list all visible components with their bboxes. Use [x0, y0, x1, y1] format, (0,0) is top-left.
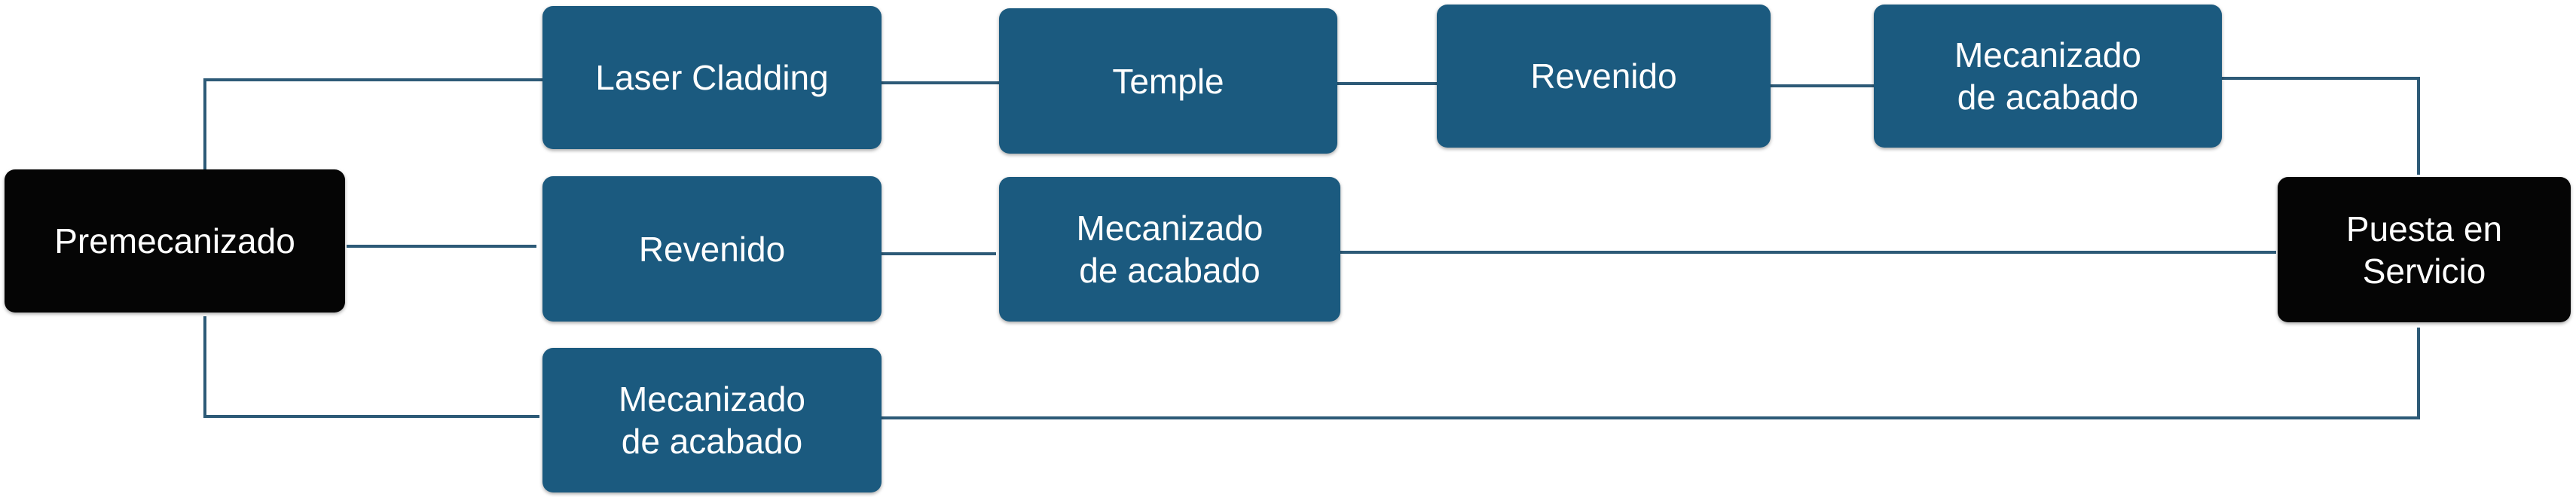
step-revenido-route1: Revenido [1437, 5, 1771, 148]
connector-start-to-laser-cladding [203, 78, 542, 169]
connector-mecanizado-route3-to-end [882, 328, 2420, 419]
end-node-puesta-en-servicio: Puesta en Servicio [2278, 177, 2571, 322]
step-mecanizado-de-acabado-route2: Mecanizado de acabado [999, 177, 1340, 322]
step-temple: Temple [999, 8, 1337, 154]
step-mecanizado-de-acabado-route3: Mecanizado de acabado [542, 348, 882, 492]
start-node-premecanizado: Premecanizado [5, 169, 345, 313]
step-laser-cladding: Laser Cladding [542, 6, 882, 149]
step-mecanizado-de-acabado-route1: Mecanizado de acabado [1874, 5, 2222, 148]
connector-mecanizado-to-end [2222, 77, 2420, 175]
connector-start-to-mecanizado-route3 [203, 316, 539, 418]
step-revenido-route2: Revenido [542, 176, 882, 322]
